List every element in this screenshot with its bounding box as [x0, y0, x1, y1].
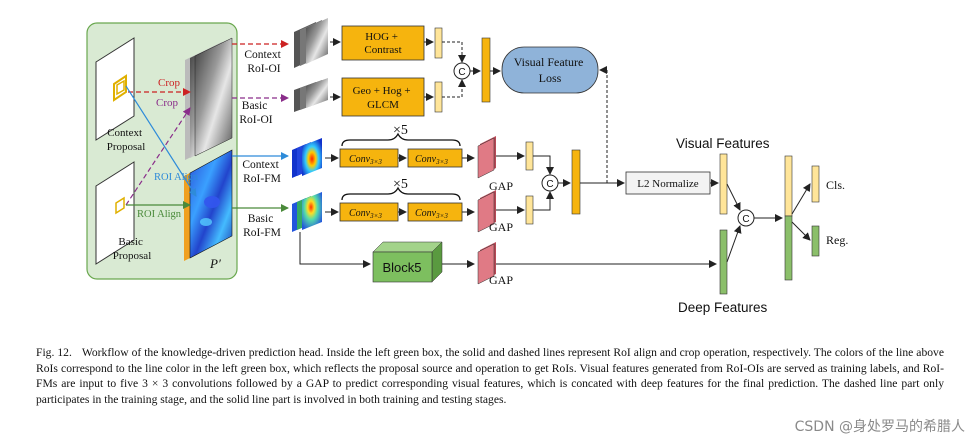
block5-label: Block5 [382, 260, 421, 275]
block5-cube [372, 241, 443, 283]
basic-roi-oi-stack [294, 78, 328, 112]
figure-caption: Fig. 12.Workflow of the knowledge-driven… [36, 345, 944, 407]
concat-symbol-top: C [458, 67, 465, 78]
concat-symbol-middle: C [546, 179, 553, 190]
cls-head-bar [811, 165, 820, 203]
l2-normalize-label: L2 Normalize [637, 178, 699, 190]
geo-feature-bar [434, 81, 443, 113]
brace-bottom [341, 186, 461, 201]
gap-block-3 [477, 242, 496, 285]
fused-bar-visual [784, 155, 793, 217]
brace-top [341, 132, 461, 147]
feature-map-p-prime [184, 149, 233, 261]
pred-bar-basic [525, 195, 534, 225]
cls-label: Cls. [826, 178, 845, 192]
original-image-crop [185, 37, 233, 160]
conv-label-3: Conv3×3 [349, 208, 382, 220]
gap-label-3: GAP [489, 273, 513, 287]
gap-block-2 [477, 190, 496, 233]
context-roi-fm-stack [292, 138, 322, 178]
reg-label: Reg. [826, 233, 848, 247]
roi-align-arrow-top [125, 85, 197, 197]
workflow-diagram: Context Proposal Basic Proposal P′ Crop … [86, 18, 848, 315]
hog-contrast-box [341, 25, 425, 61]
pred-bar-context [525, 141, 534, 171]
block5-input-line [299, 232, 371, 268]
context-proposal-label: Context Proposal [107, 127, 146, 153]
crop-arrow-bottom [125, 107, 191, 206]
roi-align-label-bottom: ROI Align [137, 209, 182, 220]
caption-text: Workflow of the knowledge-driven predict… [36, 346, 944, 406]
roi-align-label-top: ROI Align [154, 172, 199, 183]
geo-hog-glcm-label: Geo + Hog + GLCM [353, 85, 414, 111]
visual-features-bar [719, 153, 728, 215]
visual-feature-loss-box [501, 46, 599, 94]
basic-roi-oi-label: Basic RoI-OI [239, 100, 272, 126]
conv-label-1: Conv3×3 [349, 154, 382, 166]
deep-features-bar [719, 229, 728, 295]
predicted-visual-bar [571, 149, 581, 215]
fused-bar-deep [784, 215, 793, 281]
basic-proposal-label: Basic Proposal [113, 236, 152, 262]
context-roi-oi-stack [294, 18, 328, 68]
caption-label: Fig. 12. [36, 346, 72, 359]
hog-feature-bar [434, 27, 443, 59]
reg-head-bar [811, 225, 820, 257]
basic-roi-fm-stack [292, 192, 322, 232]
loss-feedback-line [599, 66, 608, 183]
crop-label-bottom: Crop [156, 97, 179, 109]
times5-bottom: ×5 [393, 177, 408, 192]
visual-features-label: Visual Features [676, 136, 770, 151]
times5-top: ×5 [393, 123, 408, 138]
visual-feature-loss-label: Visual Feature Loss [514, 55, 587, 85]
visual-label-bar [481, 37, 491, 103]
gap-label-1: GAP [489, 179, 513, 193]
context-roi-fm-label: Context RoI-FM [242, 159, 281, 185]
geo-hog-glcm-box [341, 77, 425, 117]
watermark: CSDN @身处罗马的希腊人 [794, 419, 965, 435]
context-proposal-image [95, 37, 135, 141]
gap-block-1 [477, 136, 496, 179]
basic-roi-fm-label: Basic RoI-FM [243, 213, 281, 239]
basic-proposal-image [95, 161, 135, 265]
conv-label-2: Conv3×3 [415, 154, 448, 166]
gap-label-2: GAP [489, 220, 513, 234]
context-roi-oi-label: Context RoI-OI [244, 49, 283, 75]
p-prime-label: P′ [209, 256, 221, 271]
concat-symbol-final: C [742, 214, 749, 225]
crop-label-top: Crop [158, 77, 181, 89]
hog-contrast-label: HOG + Contrast [364, 31, 401, 56]
conv-label-4: Conv3×3 [415, 208, 448, 220]
deep-features-label: Deep Features [678, 300, 768, 315]
